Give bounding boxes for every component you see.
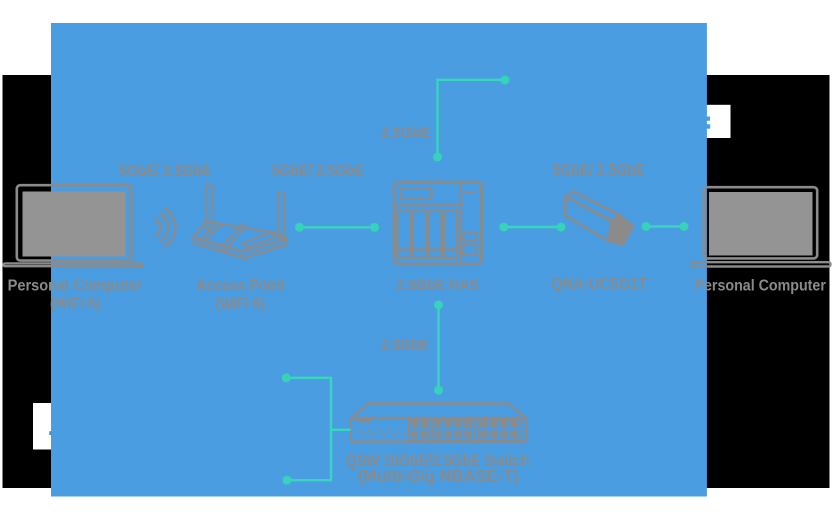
svg-text:Access Point: Access Point bbox=[196, 277, 285, 294]
svg-text:QNA-UC5G1T: QNA-UC5G1T bbox=[551, 276, 647, 293]
svg-text:5GbE/ 2.5GbE: 5GbE/ 2.5GbE bbox=[119, 161, 211, 180]
svg-text:Personal Computer: Personal Computer bbox=[8, 277, 143, 294]
svg-text:Personal Computer: Personal Computer bbox=[695, 277, 826, 294]
svg-text:(WiFi 6): (WiFi 6) bbox=[50, 295, 100, 312]
svg-text:2.5GbE: 2.5GbE bbox=[382, 125, 430, 142]
svg-text:QSW 10GbE/2.5GbE Switch: QSW 10GbE/2.5GbE Switch bbox=[346, 451, 530, 470]
svg-text:5GbE/ 2.5GbE: 5GbE/ 2.5GbE bbox=[272, 161, 364, 180]
svg-text:(Multi-Gig NBASE-T): (Multi-Gig NBASE-T) bbox=[358, 466, 519, 485]
svg-text:5GbE/ 2.5GbE: 5GbE/ 2.5GbE bbox=[553, 161, 645, 180]
svg-text:2.5GbE NAS: 2.5GbE NAS bbox=[396, 277, 479, 294]
svg-text:(WiFi 6): (WiFi 6) bbox=[215, 295, 265, 312]
svg-text:2.5GbE: 2.5GbE bbox=[381, 337, 428, 354]
